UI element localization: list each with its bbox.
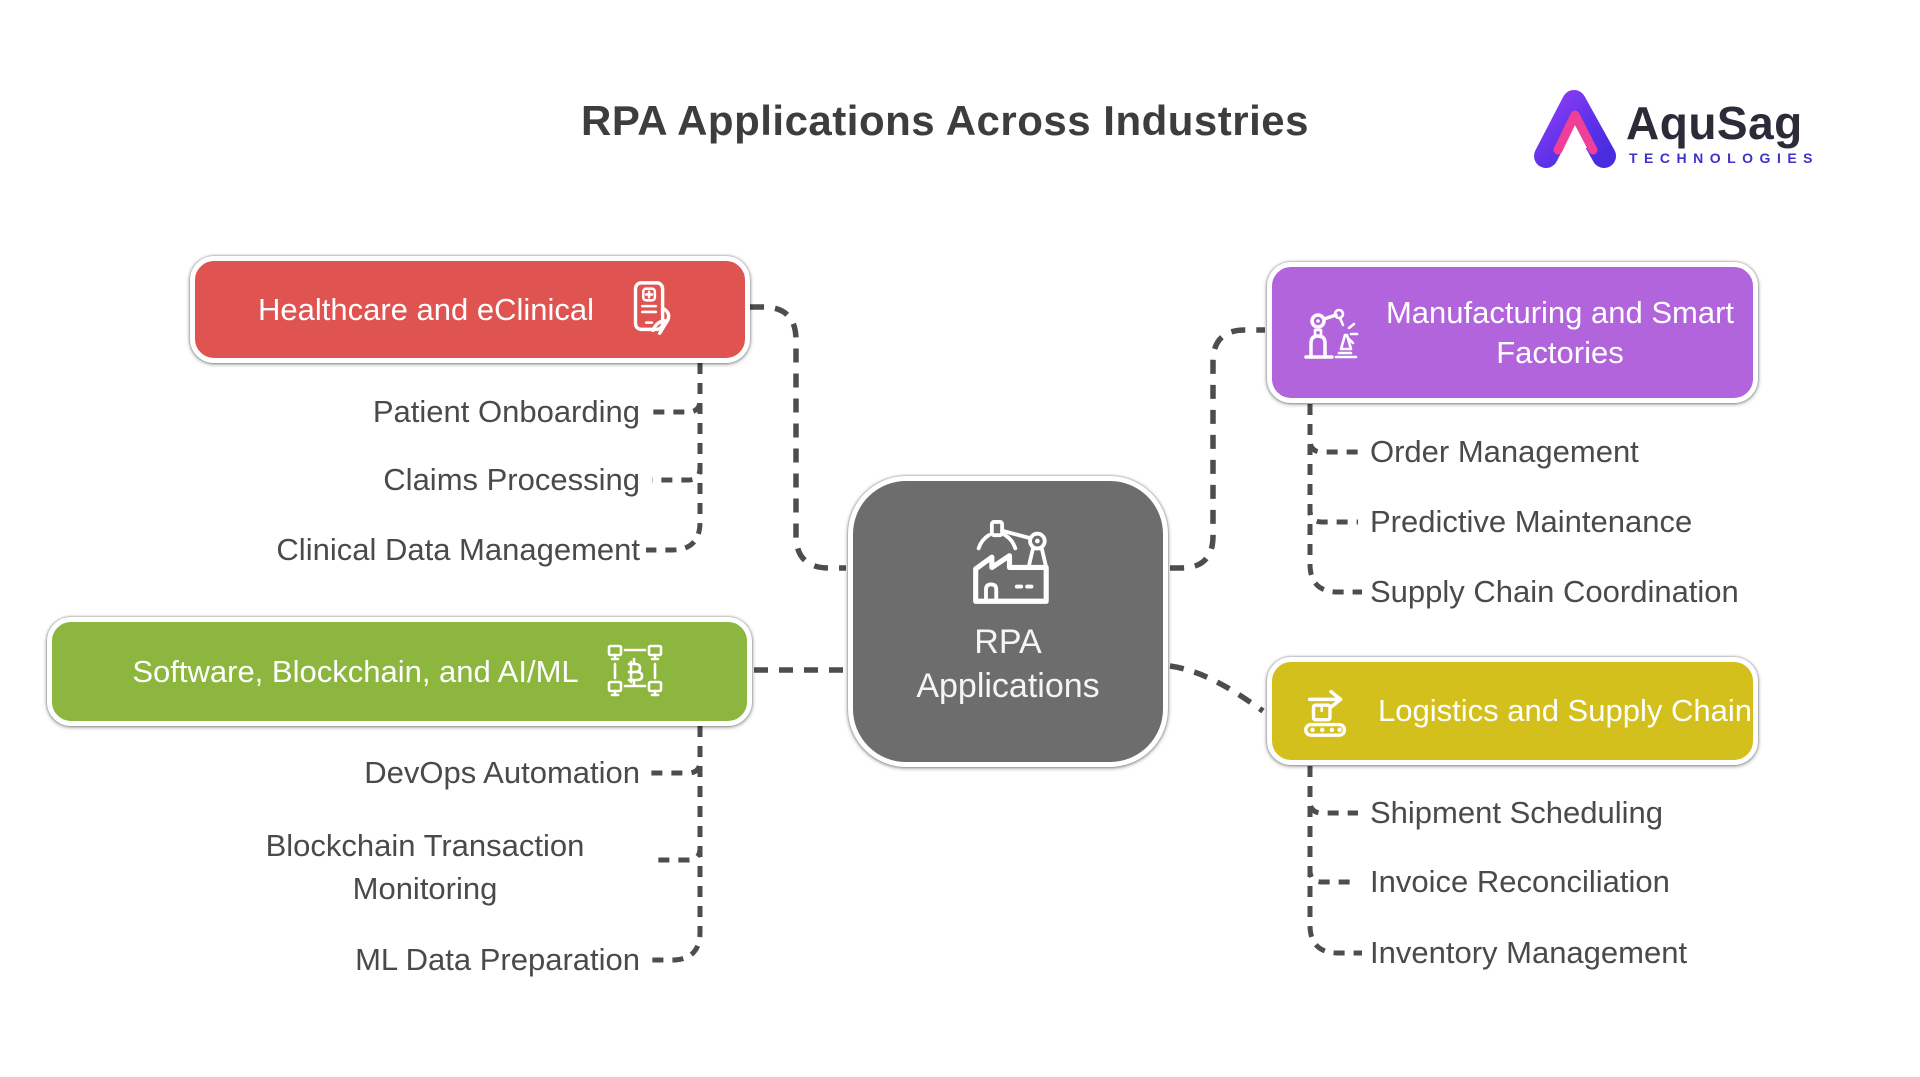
node-rpa-applications: RPA Applications	[848, 476, 1168, 767]
item-devops-automation: DevOps Automation	[364, 755, 640, 790]
aqusag-logo: AquSag TECHNOLOGIES	[1528, 82, 1848, 182]
page-title: RPA Applications Across Industries	[580, 97, 1310, 144]
logo-tagline: TECHNOLOGIES	[1629, 150, 1820, 166]
node-healthcare-label: Healthcare and eClinical	[257, 291, 595, 327]
item-ml-data-preparation: ML Data Preparation	[355, 942, 640, 977]
item-predictive-maintenance: Predictive Maintenance	[1370, 504, 1693, 539]
item-clinical-data-management: Clinical Data Management	[276, 532, 640, 567]
node-healthcare: Healthcare and eClinical	[190, 256, 750, 363]
connector-center-manufacturing	[1170, 327, 1265, 571]
conveyor-belt-icon	[1304, 689, 1347, 737]
center-label-line1: RPA	[974, 623, 1042, 661]
node-logistics-label: Logistics and Supply Chain	[1378, 693, 1752, 729]
node-logistics: Logistics and Supply Chain	[1267, 657, 1758, 765]
item-inventory-management: Inventory Management	[1370, 935, 1688, 970]
logo-wordmark: AquSag	[1626, 97, 1803, 149]
node-manufacturing-label: Manufacturing and Smart Factories	[1385, 295, 1735, 370]
tablet-medical-icon	[633, 280, 671, 335]
node-software-label: Software, Blockchain, and AI/ML	[132, 653, 579, 689]
item-claims-processing: Claims Processing	[383, 462, 640, 497]
item-order-management: Order Management	[1370, 434, 1639, 469]
robot-arm-icon	[1304, 308, 1359, 359]
item-shipment-scheduling: Shipment Scheduling	[1370, 795, 1663, 830]
node-software: Software, Blockchain, and AI/ML	[47, 617, 752, 726]
item-supply-chain-coordination: Supply Chain Coordination	[1370, 574, 1739, 609]
item-blockchain-transaction-monitoring: Blockchain Transaction Monitoring	[265, 828, 585, 906]
factory-robot-icon	[973, 520, 1049, 604]
aqusag-logo-icon	[1534, 90, 1616, 168]
node-manufacturing: Manufacturing and Smart Factories	[1267, 262, 1758, 403]
item-patient-onboarding: Patient Onboarding	[372, 394, 640, 429]
item-invoice-reconciliation: Invoice Reconciliation	[1370, 864, 1670, 899]
blockchain-icon	[607, 644, 662, 696]
connector-healthcare-center	[750, 304, 846, 571]
node-rpa-applications-label: RPA Applications	[916, 621, 1099, 708]
connector-center-logistics	[1169, 663, 1265, 714]
center-label-line2: Applications	[916, 666, 1100, 705]
